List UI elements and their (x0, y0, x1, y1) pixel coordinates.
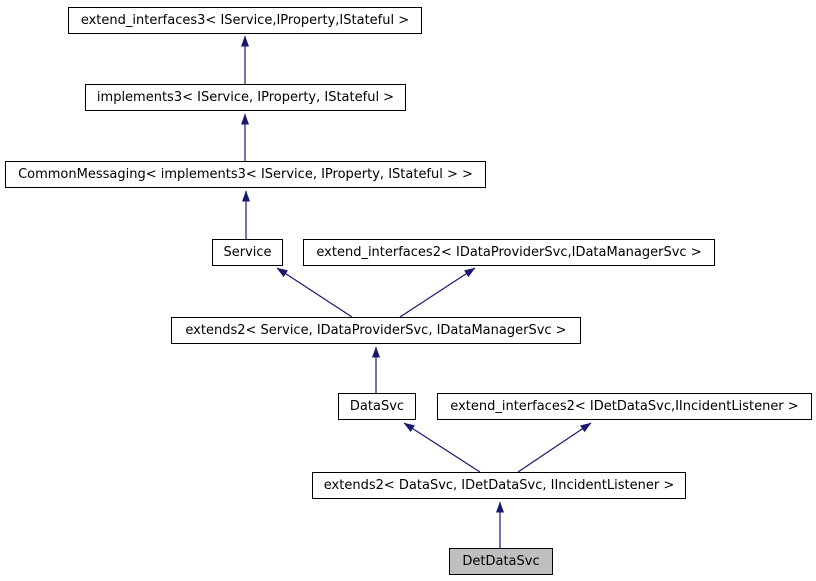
arrow-extends2-service-to-extend-interfaces2-data (399, 267, 476, 318)
node-extend-interfaces2-data[interactable]: extend_interfaces2< IDataProviderSvc,IDa… (303, 239, 715, 266)
arrow-extends2-datasvc-to-extend-interfaces2-det (517, 422, 592, 473)
node-extends2-service[interactable]: extends2< Service, IDataProviderSvc, IDa… (171, 317, 581, 344)
node-service[interactable]: Service (212, 239, 283, 266)
node-implements3[interactable]: implements3< IService, IProperty, IState… (85, 84, 406, 111)
node-extend-interfaces3[interactable]: extend_interfaces3< IService,IProperty,I… (68, 7, 422, 34)
node-extend-interfaces2-det[interactable]: extend_interfaces2< IDetDataSvc,IInciden… (437, 393, 812, 420)
node-extends2-datasvc[interactable]: extends2< DataSvc, IDetDataSvc, IInciden… (312, 472, 686, 499)
arrow-extends2-service-to-service (276, 267, 353, 318)
node-detdatasvc-current: DetDataSvc (449, 548, 553, 575)
arrow-extends2-datasvc-to-datasvc (403, 422, 481, 473)
node-common-messaging[interactable]: CommonMessaging< implements3< IService, … (5, 161, 486, 188)
node-datasvc[interactable]: DataSvc (338, 393, 416, 420)
